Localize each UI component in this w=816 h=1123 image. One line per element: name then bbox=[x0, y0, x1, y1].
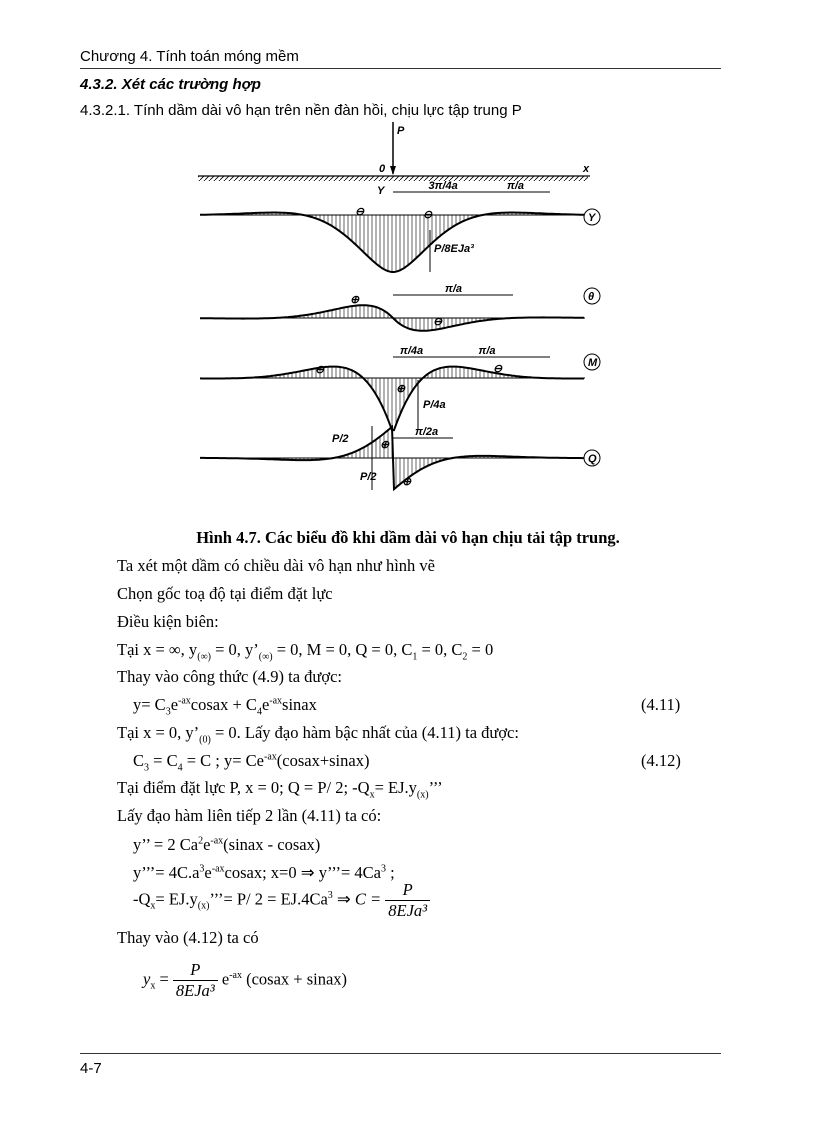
load-arrowhead bbox=[390, 166, 396, 175]
dim-pi-2a: π/2a bbox=[415, 426, 438, 438]
footer-rule bbox=[80, 1053, 721, 1054]
equation-4-11: y= C3e-axcosax + C4e-axsinax bbox=[133, 695, 317, 718]
text-line: Lấy đạo hàm liên tiếp 2 lần (4.11) ta có… bbox=[117, 806, 382, 825]
x-axis-label: x bbox=[582, 163, 590, 175]
dim-m-pi-a: π/a bbox=[479, 345, 496, 357]
figure-caption: Hình 4.7. Các biểu đồ khi dầm dài vô hạn… bbox=[196, 528, 620, 547]
text-line: Thay vào (4.12) ta có bbox=[117, 928, 259, 947]
equation: y’’’= 4C.a3e-axcosax; x=0 ⇒ y’’’= 4Ca3 ; bbox=[133, 863, 395, 882]
origin-label: 0 bbox=[379, 163, 386, 175]
ground-hatch bbox=[198, 176, 588, 181]
dim-pi-a: π/a bbox=[507, 180, 524, 192]
equation-number: (4.12) bbox=[641, 751, 681, 770]
mmax-label: P/4a bbox=[423, 399, 446, 411]
header-rule bbox=[80, 68, 721, 69]
chapter-header: Chương 4. Tính toán móng mềm bbox=[80, 48, 299, 65]
equation: y’’ = 2 Ca2e-ax(sinax - cosax) bbox=[133, 835, 321, 854]
boundary-conditions: Tại x = ∞, y(∞) = 0, y’(∞) = 0, M = 0, Q… bbox=[117, 640, 494, 663]
sign-minus: ⊖ bbox=[493, 363, 503, 375]
dim-3pi-4a: 3π/4a bbox=[429, 180, 458, 192]
page-number: 4-7 bbox=[80, 1060, 102, 1077]
section-subtitle: 4.3.2.1. Tính dầm dài vô hạn trên nền đà… bbox=[80, 102, 522, 119]
sign-plus: ⊕ bbox=[402, 476, 412, 488]
diagram-tag-shear: Q bbox=[588, 453, 597, 465]
diagram-tag-rotation: θ bbox=[588, 291, 594, 303]
sign-plus: ⊕ bbox=[396, 383, 406, 395]
text-line: Ta xét một dầm có chiều dài vô hạn như h… bbox=[117, 556, 435, 575]
sign-plus: ⊕ bbox=[350, 294, 360, 306]
sign-minus: ⊖ bbox=[423, 209, 433, 221]
sign-minus: ⊖ bbox=[355, 206, 365, 218]
q-bottom-label: P/2 bbox=[360, 471, 377, 483]
text-line: Thay vào công thức (4.9) ta được: bbox=[117, 667, 342, 686]
sign-minus: ⊖ bbox=[315, 364, 325, 376]
diagram-tag-deflection: Y bbox=[588, 212, 597, 224]
load-label: P bbox=[397, 125, 405, 137]
diagram-tag-circle bbox=[583, 449, 601, 467]
rotation-curve bbox=[200, 304, 585, 332]
sign-plus: ⊕ bbox=[380, 439, 390, 451]
text-line: Chọn gốc toạ độ tại điểm đặt lực bbox=[117, 584, 333, 603]
text-line: Tại x = 0, y’(0) = 0. Lấy đạo hàm bậc nh… bbox=[117, 723, 519, 746]
dim-pi-4a: π/4a bbox=[400, 345, 423, 357]
ymax-label: P/8EJa³ bbox=[434, 243, 474, 255]
shear-curve bbox=[200, 424, 584, 492]
text-line: Tại điểm đặt lực P, x = 0; Q = P/ 2; -Qx… bbox=[117, 778, 443, 801]
diagram-tag-moment: M bbox=[588, 357, 598, 369]
dim-theta-pi-a: π/a bbox=[445, 283, 462, 295]
diagram-tag-circle bbox=[583, 208, 601, 226]
sign-minus: ⊖ bbox=[433, 316, 443, 328]
q-top-label: P/2 bbox=[332, 433, 349, 445]
diagram-tag-circle bbox=[583, 287, 601, 305]
deflection-curve bbox=[200, 211, 585, 273]
text-line: Điều kiện biên: bbox=[117, 612, 219, 631]
y-axis-label: Y bbox=[377, 185, 386, 197]
equation-number: (4.11) bbox=[641, 695, 681, 714]
equation-4-12: C3 = C4 = C ; y= Ce-ax(cosax+sinax) bbox=[133, 751, 370, 774]
section-title: 4.3.2. Xét các trường hợp bbox=[80, 76, 261, 93]
diagram-tag-circle bbox=[583, 353, 601, 371]
